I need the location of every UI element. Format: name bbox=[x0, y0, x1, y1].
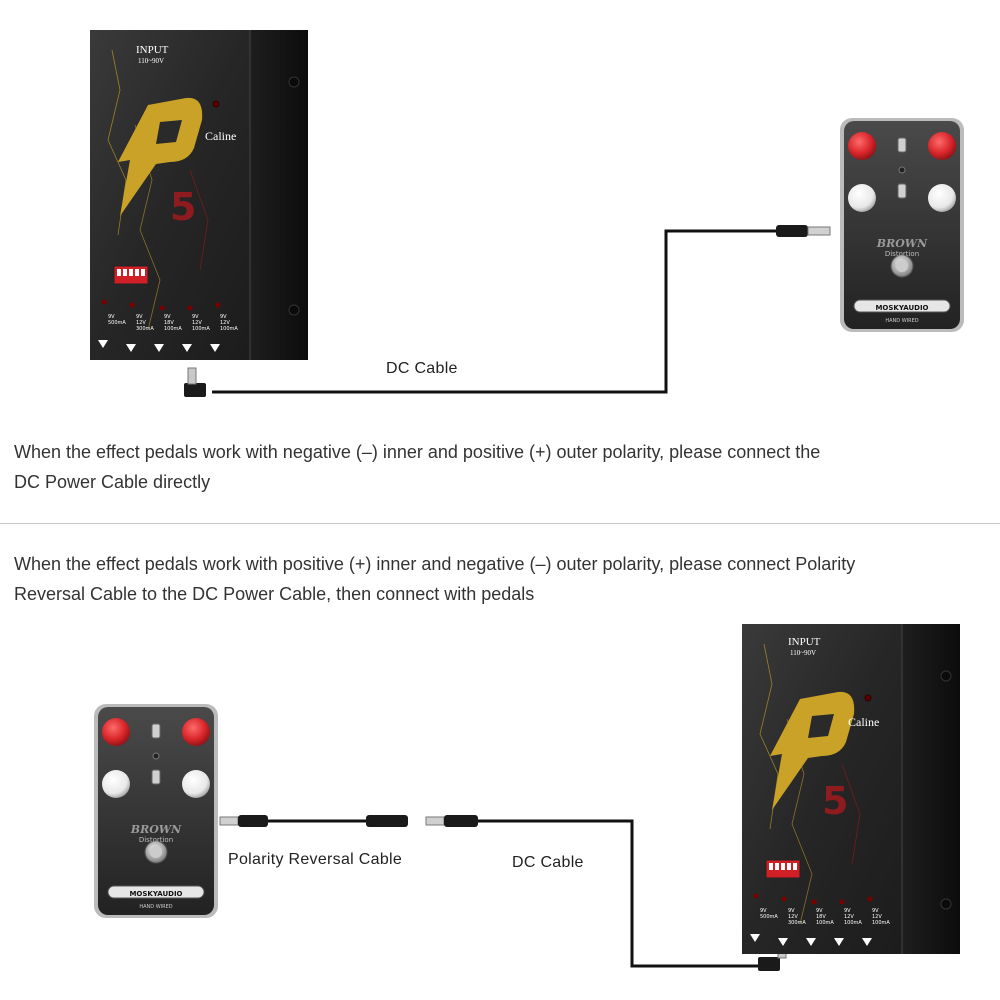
pedal-labels-lower: BROWN Distortion MOSKYAUDIO HAND WIRED bbox=[129, 823, 182, 910]
pedal-footer: HAND WIRED bbox=[885, 318, 918, 324]
psu-output-label: 100mA bbox=[816, 920, 834, 926]
section1-description-line2: DC Power Cable directly bbox=[14, 472, 211, 492]
psu-brand-label-lower: Caline bbox=[848, 715, 879, 729]
psu-brand-label: Caline bbox=[205, 129, 236, 143]
psu-output-label: 9V bbox=[816, 908, 823, 914]
power-supply-unit-lower bbox=[741, 623, 961, 955]
power-supply-labels: INPUT 110~90V Caline bbox=[136, 44, 236, 143]
psu-input-label: INPUT bbox=[136, 44, 169, 56]
psu-output-label: 100mA bbox=[220, 326, 238, 332]
dc-plug-right-angle bbox=[184, 367, 206, 397]
psu-output-label: 100mA bbox=[872, 920, 890, 926]
section2-description-line1: When the effect pedals work with positiv… bbox=[14, 554, 856, 574]
pedal-brand-lower: MOSKYAUDIO bbox=[129, 890, 182, 898]
psu-output-label: 300mA bbox=[788, 920, 806, 926]
psu-voltage-label-lower: 110~90V bbox=[790, 649, 816, 657]
dc-cable-label-lower: DC Cable bbox=[512, 854, 584, 871]
psu-output-label: 12V bbox=[872, 914, 882, 920]
psu-output-label: 9V bbox=[760, 908, 767, 914]
psu-output-label: 9V bbox=[220, 314, 227, 320]
psu-output-label: 100mA bbox=[192, 326, 210, 332]
pedal-type-lower: Distortion bbox=[139, 836, 173, 844]
dc-cable bbox=[212, 229, 776, 394]
section-divider bbox=[0, 523, 1000, 524]
psu-output-label: 12V bbox=[788, 914, 798, 920]
psu-output-labels: 9V500mA9V12V300mA9V18V100mA9V12V100mA9V1… bbox=[108, 314, 238, 332]
pedal-name-lower: BROWN bbox=[130, 823, 182, 836]
psu-output-label: 500mA bbox=[108, 320, 126, 326]
psu-output-labels-lower: 9V500mA9V12V300mA9V18V100mA9V12V100mA9V1… bbox=[760, 908, 890, 926]
dc-plug-straight bbox=[776, 225, 831, 237]
polarity-reversal-cable bbox=[219, 815, 408, 827]
psu-output-label: 12V bbox=[844, 914, 854, 920]
pedal-labels: BROWN Distortion MOSKYAUDIO HAND WIRED bbox=[875, 237, 928, 324]
psu-output-label: 100mA bbox=[164, 326, 182, 332]
psu-output-label: 9V bbox=[164, 314, 171, 320]
dc-cable-label: DC Cable bbox=[386, 360, 458, 377]
psu-output-label: 9V bbox=[108, 314, 115, 320]
effect-pedal-lower bbox=[93, 703, 219, 919]
dc-cable-lower bbox=[478, 819, 760, 968]
psu-output-label: 12V bbox=[192, 320, 202, 326]
psu-output-label: 500mA bbox=[760, 914, 778, 920]
psu-output-label: 9V bbox=[872, 908, 879, 914]
pedal-footer-lower: HAND WIRED bbox=[139, 904, 172, 910]
psu-output-label: 9V bbox=[136, 314, 143, 320]
pedal-name: BROWN bbox=[876, 237, 928, 250]
psu-output-label: 300mA bbox=[136, 326, 154, 332]
power-supply-labels-lower: INPUT 110~90V Caline bbox=[788, 636, 879, 729]
psu-output-label: 9V bbox=[192, 314, 199, 320]
dc-plug-straight-lower bbox=[425, 815, 478, 827]
psu-output-label: 100mA bbox=[844, 920, 862, 926]
psu-output-label: 18V bbox=[816, 914, 826, 920]
pedal-type: Distortion bbox=[885, 250, 919, 258]
psu-output-label: 18V bbox=[164, 320, 174, 326]
psu-output-label: 9V bbox=[844, 908, 851, 914]
psu-output-label: 12V bbox=[220, 320, 230, 326]
psu-output-label: 9V bbox=[788, 908, 795, 914]
section2-description-line2: Reversal Cable to the DC Power Cable, th… bbox=[14, 584, 535, 604]
psu-input-label-lower: INPUT bbox=[788, 636, 821, 648]
section1-description-line1: When the effect pedals work with negativ… bbox=[14, 442, 821, 462]
psu-output-label: 12V bbox=[136, 320, 146, 326]
pedal-brand: MOSKYAUDIO bbox=[875, 304, 928, 312]
psu-voltage-label: 110~90V bbox=[138, 57, 164, 65]
polarity-reversal-cable-label: Polarity Reversal Cable bbox=[228, 851, 403, 868]
